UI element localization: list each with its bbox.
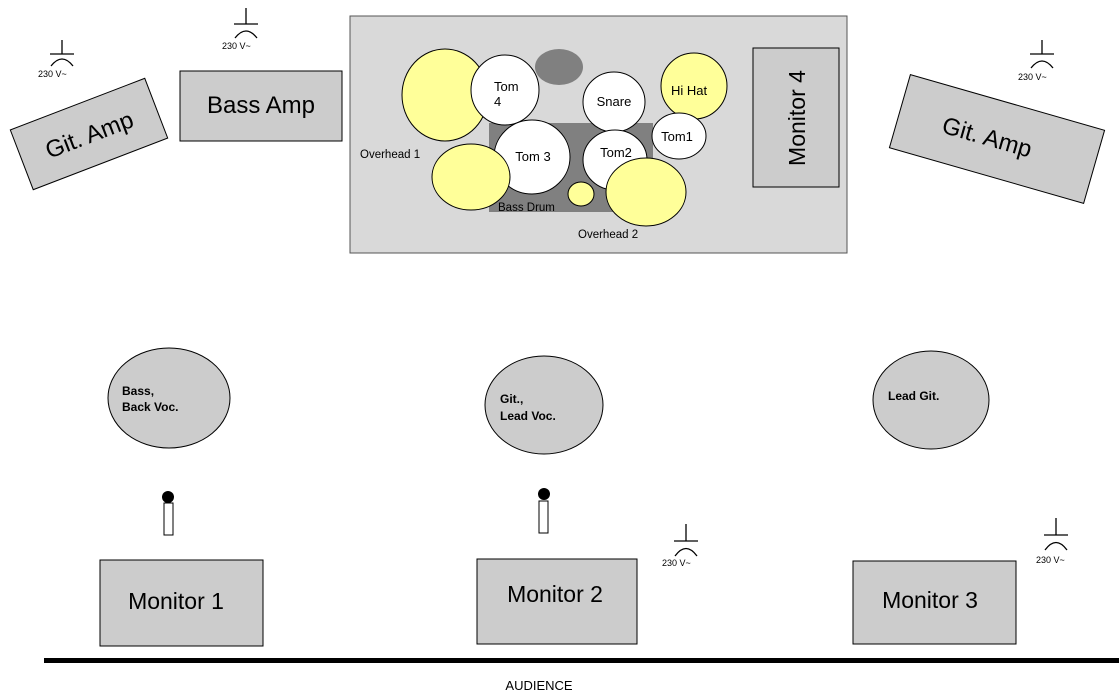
musician-guitar-vocals-label-2: Lead Voc. [500, 409, 556, 423]
bass-drum-pedal [567, 181, 595, 207]
tom-4-label-1: Tom [494, 79, 519, 94]
tom-1 [651, 112, 707, 160]
power-outlet-label: 230 V~ [662, 558, 691, 568]
monitor-4-label: Monitor 4 [784, 70, 810, 166]
monitor-1: Monitor 1 [99, 559, 264, 647]
audience-label: AUDIENCE [505, 678, 573, 693]
ride-cymbal [431, 143, 511, 211]
tom-1-label: Tom1 [661, 129, 693, 144]
drum-riser: Tom 4 Snare Hi Hat Tom1 Tom 3 Tom2 Bass … [349, 15, 848, 254]
monitor-1-label: Monitor 1 [128, 588, 224, 614]
power-outlet-icon: 230 V~ [1036, 518, 1068, 565]
tom-4-label-2: 4 [494, 94, 501, 109]
overhead-1-label: Overhead 1 [360, 149, 420, 161]
bass-amp-label: Bass Amp [207, 92, 315, 119]
bass-amp: Bass Amp [179, 70, 343, 142]
guitar-amp-right: Git. Amp [888, 74, 1106, 204]
monitor-2-label: Monitor 2 [507, 581, 603, 607]
tom-4 [470, 54, 540, 126]
musician-lead-guitar-label: Lead Git. [888, 389, 939, 403]
power-outlet-icon: 230 V~ [222, 8, 258, 51]
power-outlet-label: 230 V~ [1018, 72, 1047, 82]
microphone-icon [162, 491, 174, 536]
drum-throne [535, 49, 583, 85]
overhead-2-label: Overhead 2 [578, 229, 638, 241]
monitor-3-label: Monitor 3 [882, 587, 978, 613]
musician-bass-label-1: Bass, [122, 384, 154, 398]
bass-drum-label: Bass Drum [498, 202, 555, 214]
snare-label: Snare [597, 94, 632, 109]
musician-guitar-vocals-label-1: Git., [500, 392, 523, 406]
power-outlet-icon: 230 V~ [662, 524, 698, 568]
power-outlet-label: 230 V~ [222, 41, 251, 51]
microphone-icon [538, 488, 550, 534]
power-outlet-label: 230 V~ [38, 69, 67, 79]
stage-edge-line [44, 658, 1119, 663]
musician-bass: Bass, Back Voc. [107, 347, 231, 449]
power-outlet-icon: 230 V~ [38, 40, 74, 79]
power-outlet-label: 230 V~ [1036, 555, 1065, 565]
tom-2-label: Tom2 [600, 145, 632, 160]
monitor-4 [752, 47, 840, 188]
monitor-3: Monitor 3 [852, 560, 1017, 645]
musician-guitar-vocals: Git., Lead Voc. [484, 355, 604, 455]
crash-cymbal-right [605, 157, 687, 227]
musician-lead-guitar: Lead Git. [872, 350, 990, 450]
guitar-amp-left: Git. Amp [9, 77, 169, 191]
hi-hat-label: Hi Hat [671, 83, 708, 98]
power-outlet-icon: 230 V~ [1018, 40, 1054, 82]
monitor-2: Monitor 2 [476, 558, 638, 645]
tom-3-label: Tom 3 [515, 149, 550, 164]
musician-bass-label-2: Back Voc. [122, 400, 178, 414]
